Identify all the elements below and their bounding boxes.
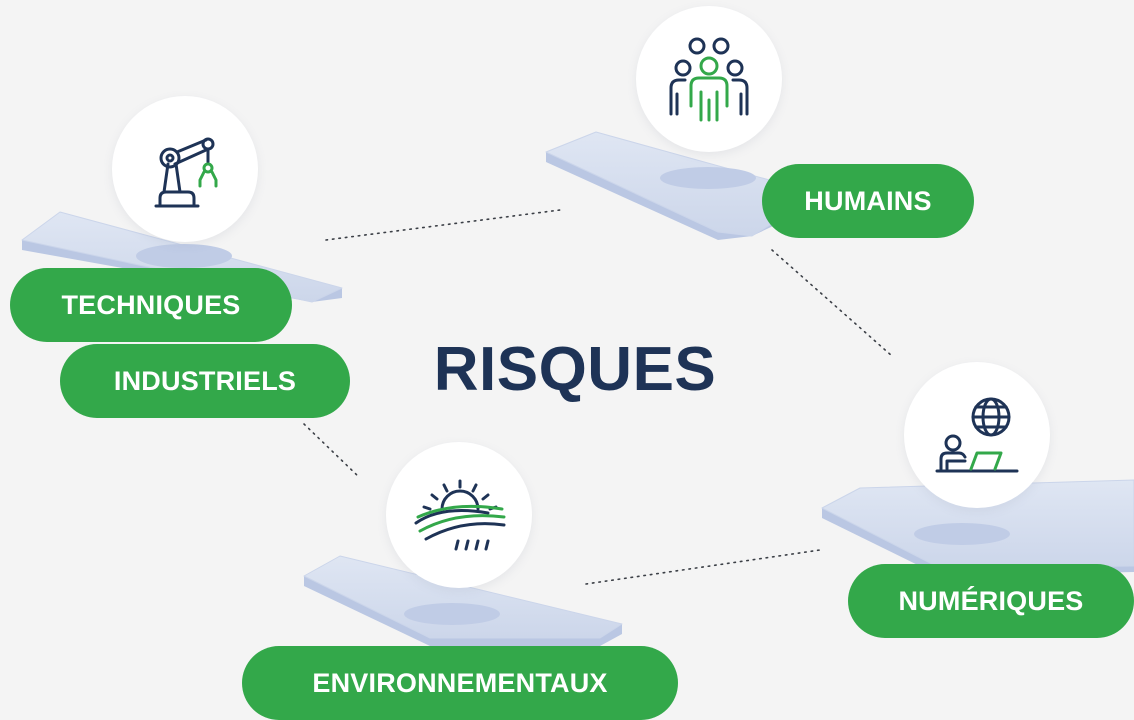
connector-techniques-humains (325, 209, 561, 241)
environnementaux-icon-circle (386, 442, 532, 588)
label-industriels: INDUSTRIELS (60, 344, 350, 418)
connector-industriels-environnementaux (303, 423, 361, 479)
humains-icon-circle (636, 6, 782, 152)
platform-environnementaux (303, 555, 623, 646)
platform-numeriques (821, 479, 1134, 576)
label-humains: HUMAINS (762, 164, 974, 238)
label-numeriques: NUMÉRIQUES (848, 564, 1134, 638)
connector-environnementaux-numeriques (585, 549, 821, 585)
label-environnementaux: ENVIRONNEMENTAUX (242, 646, 678, 720)
techniques-icon-circle (112, 96, 258, 242)
numeriques-icon-circle (904, 362, 1050, 508)
diagram-title: RISQUES (433, 335, 717, 404)
dotted-connectors (303, 209, 893, 585)
label-techniques: TECHNIQUES (10, 268, 292, 342)
connector-humains-numeriques (771, 249, 893, 357)
robot-arm-icon (154, 137, 218, 208)
person-laptop-globe-icon (935, 397, 1019, 473)
platform-humains (545, 131, 821, 240)
people-group-icon (669, 37, 749, 122)
sun-field-icon (414, 479, 506, 551)
